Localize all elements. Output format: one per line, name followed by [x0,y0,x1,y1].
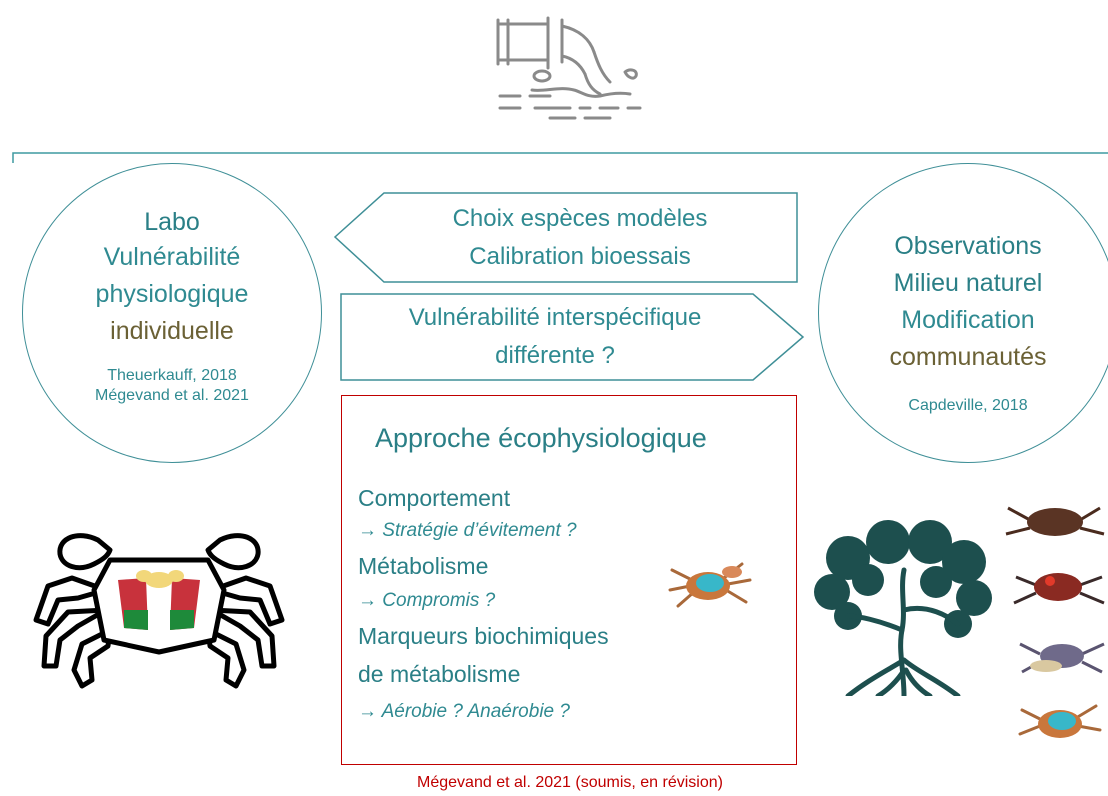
arrow-right-line2: différente ? [495,342,615,369]
arrow-left-line2: Calibration bioessais [469,243,691,270]
approach-h3b: de métabolisme [358,661,521,687]
observations-circle-text: Observations Milieu naturel Modification… [818,228,1108,416]
labo-ref1: Theuerkauff, 2018 [107,367,237,384]
crab-photo-icon [1005,506,1105,536]
mangrove-tree-icon [814,520,992,696]
approach-s1: Stratégie d’évitement ? [382,520,577,541]
arrow-left-line1: Choix espèces modèles [452,205,708,232]
approach-title: Approche écophysiologique [375,423,707,453]
approach-s1-row: → Stratégie d’évitement ? [358,515,688,547]
crab-photo-icon [1013,573,1105,605]
footer-reference: Mégevand et al. 2021 (soumis, en révisio… [417,774,723,791]
pipe-discharge-icon [496,16,642,120]
approach-s3: Aérobie ? Anaérobie ? [381,701,570,722]
labo-line4: individuelle [110,317,234,345]
crab-outline-icon [33,533,285,689]
labo-circle [22,163,322,463]
obs-line1: Observations [894,232,1042,260]
approach-list: Comportement → Stratégie d’évitement ? M… [358,482,688,731]
approach-box [341,395,797,765]
crab-photo-icon [668,562,752,608]
arrow-icon: → [358,520,377,541]
labo-circle-text: Labo Vulnérabilité physiologique individ… [22,205,322,406]
arrow-icon: → [358,701,377,722]
arrow-right-line1: Vulnérabilité interspécifique [408,304,702,331]
approach-h1: Comportement [358,485,511,511]
labo-title: Labo [144,208,200,236]
obs-line2: Milieu naturel [893,269,1043,297]
approach-h3a: Marqueurs biochimiques [358,623,609,649]
approach-s3-row: → Aérobie ? Anaérobie ? [358,693,688,731]
crab-photo-icon [1018,704,1102,738]
bracket-line [12,152,1108,163]
labo-line2: Vulnérabilité [103,243,241,271]
arrow-left-shape [333,192,798,283]
obs-line3: Modification [901,306,1035,334]
obs-ref: Capdeville, 2018 [908,397,1028,414]
observations-circle [818,163,1108,463]
obs-line4: communautés [889,343,1047,371]
arrow-right-shape [340,293,805,381]
approach-s2: Compromis ? [382,590,496,611]
arrow-icon: → [358,590,377,611]
arrow-right-text: Vulnérabilité interspécifique différente… [345,299,765,375]
labo-line3: physiologique [95,280,249,308]
approach-h2: Métabolisme [358,553,489,579]
arrow-left-text: Choix espèces modèles Calibration bioess… [380,200,780,276]
approach-s2-row: → Compromis ? [358,585,688,617]
labo-ref2: Mégevand et al. 2021 [95,387,249,404]
crab-photo-icon [1019,642,1105,674]
